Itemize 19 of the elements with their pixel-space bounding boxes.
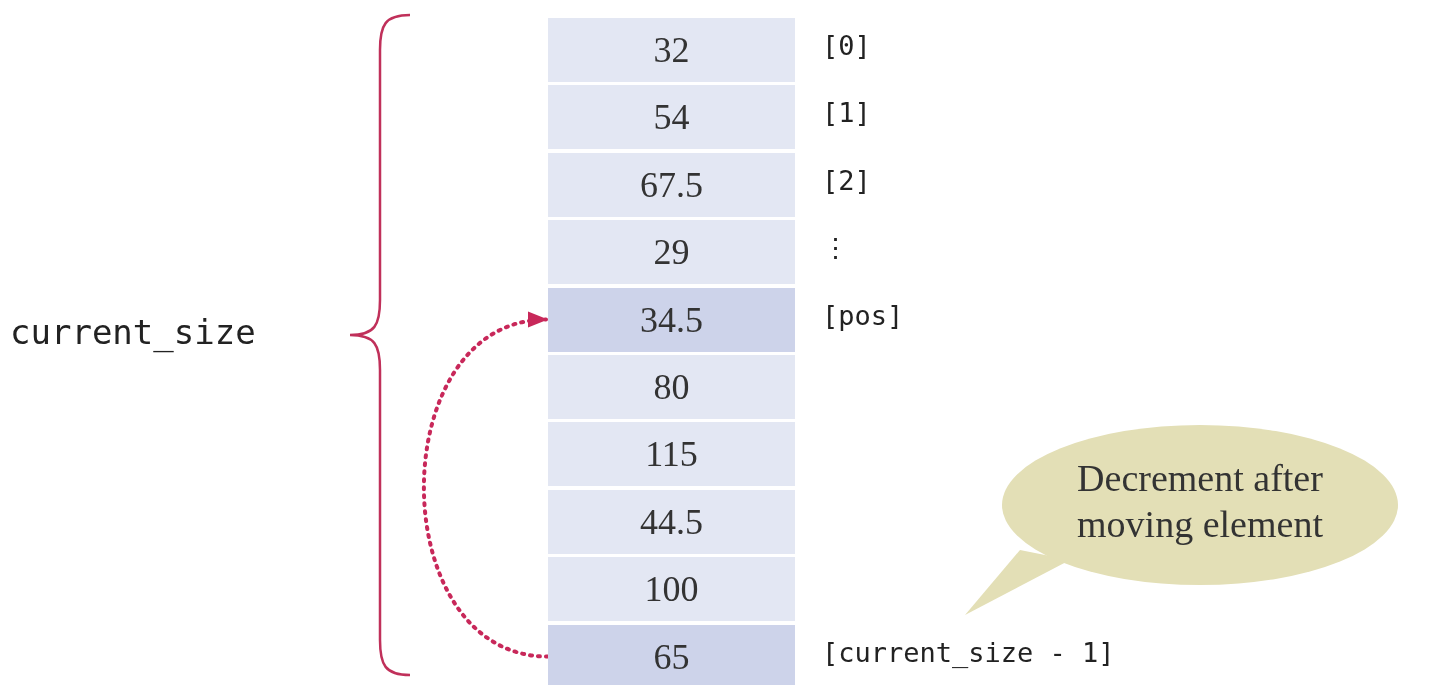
index-label: ⋮ bbox=[822, 232, 849, 264]
array-cell: 80 bbox=[548, 355, 795, 419]
callout-text: Decrement after moving element bbox=[1076, 456, 1324, 547]
array-cell: 100 bbox=[548, 557, 795, 622]
array-cell: 29 bbox=[548, 220, 795, 285]
array-cell: 115 bbox=[548, 422, 795, 487]
dotted-arrow bbox=[421, 314, 550, 659]
index-label: [1] bbox=[822, 97, 871, 129]
array-cell: 34.5 bbox=[548, 287, 795, 352]
index-label: [pos] bbox=[822, 299, 904, 331]
index-label: [0] bbox=[822, 30, 871, 61]
array-cell: 65 bbox=[548, 624, 795, 685]
array-cell: 32 bbox=[548, 18, 795, 82]
array-cell: 54 bbox=[548, 85, 795, 150]
array-cell: 67.5 bbox=[548, 152, 795, 217]
index-label: [current_size - 1] bbox=[822, 636, 1115, 668]
index-label: [2] bbox=[822, 164, 871, 196]
size-label: current_size bbox=[10, 312, 256, 352]
array-cell: 44.5 bbox=[548, 489, 795, 554]
